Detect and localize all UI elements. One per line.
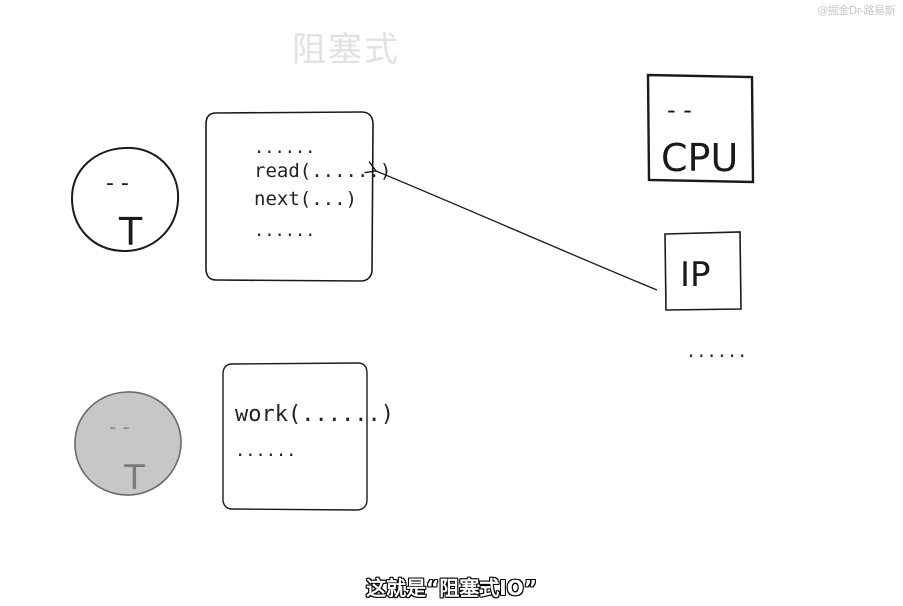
code-line-4: ...... bbox=[254, 221, 315, 241]
active-thread-eyes: - - bbox=[106, 171, 129, 196]
code-line-1: ...... bbox=[254, 138, 315, 158]
idle-thread-face: - - T bbox=[74, 391, 182, 498]
ip-box: IP bbox=[664, 231, 742, 311]
active-thread-mouth: T bbox=[118, 210, 143, 254]
code2-line-1: work(......) bbox=[235, 402, 394, 427]
idle-thread-eyes: - - bbox=[109, 415, 130, 439]
cpu-box: - - CPU bbox=[646, 73, 755, 184]
active-thread-face: - - T bbox=[70, 146, 180, 254]
cpu-label: CPU bbox=[661, 136, 738, 180]
code2-line-2: ...... bbox=[235, 441, 296, 461]
ip-label: IP bbox=[680, 255, 711, 295]
code-line-2: read(......) bbox=[254, 160, 391, 182]
cpu-eyes: - - bbox=[667, 96, 692, 124]
idle-thread-mouth: T bbox=[123, 458, 145, 498]
code-block-2: work(......) ...... bbox=[222, 362, 394, 511]
ip-pointer-arrow bbox=[364, 161, 658, 291]
code-line-3: next(...) bbox=[254, 188, 357, 210]
code-block-1: ...... read(......) next(...) ...... bbox=[205, 111, 391, 282]
caption-subtitle: 这就是“阻塞式IO” bbox=[366, 576, 537, 600]
ip-more-ellipsis: ...... bbox=[686, 342, 747, 362]
watermark: @掘金Dr-路易斯 bbox=[817, 4, 895, 17]
page-title: 阻塞式 bbox=[292, 30, 400, 70]
